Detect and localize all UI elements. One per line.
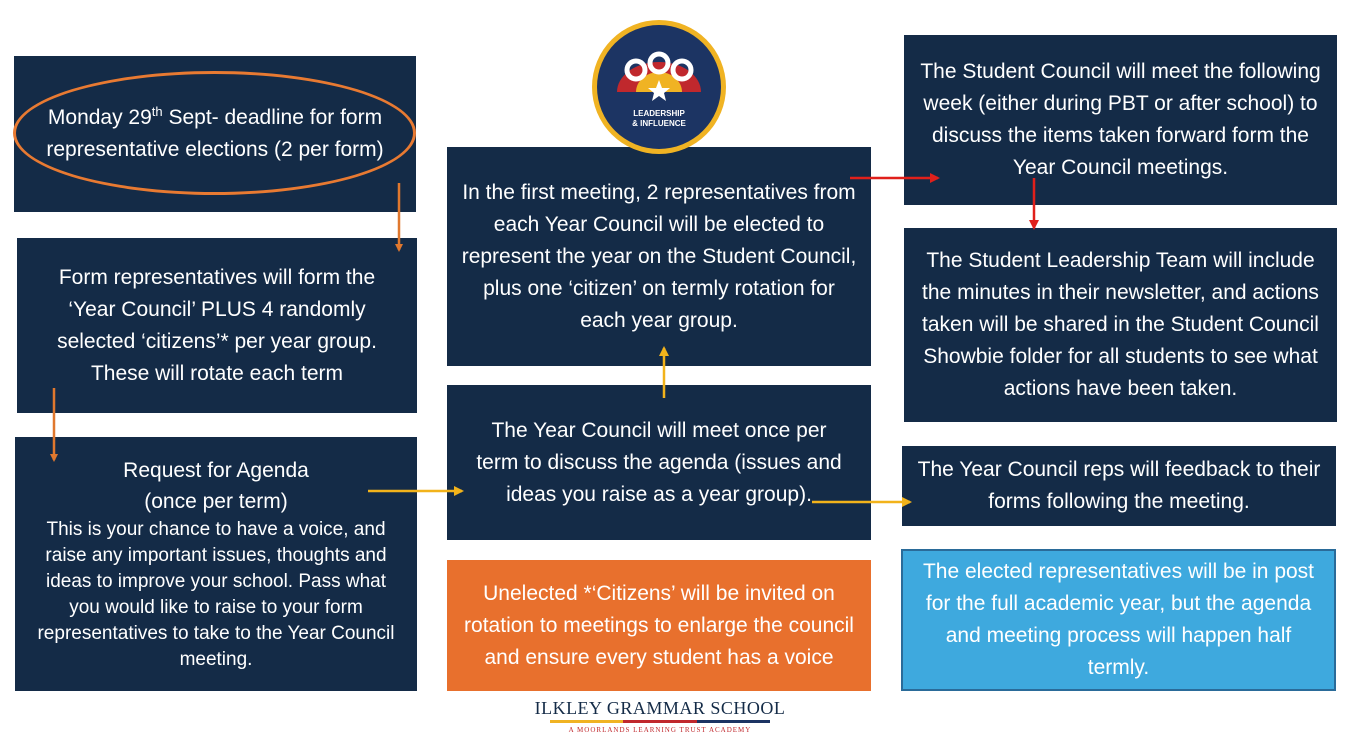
form-representatives-text: Form representatives will form the ‘Year…: [57, 265, 377, 385]
first-meeting-text: In the first meeting, 2 representatives …: [461, 180, 857, 332]
request-agenda-subtitle: (once per term): [144, 490, 288, 513]
student-leadership-team-text: The Student Leadership Team will include…: [922, 249, 1319, 400]
school-logo-rule: [550, 720, 770, 723]
year-council-meeting-box: The Year Council will meet once per term…: [447, 385, 871, 540]
school-name: ILKLEY GRAMMAR SCHOOL: [534, 698, 786, 718]
leadership-badge-icon: LEADERSHIP & INFLUENCE: [592, 20, 726, 154]
elected-representatives-text: The elected representatives will be in p…: [922, 560, 1315, 679]
request-agenda-box: Request for Agenda (once per term) This …: [15, 437, 417, 691]
feedback-text: The Year Council reps will feedback to t…: [917, 458, 1321, 513]
deadline-text-part2: Sept- deadline for form representative e…: [46, 106, 384, 161]
student-leadership-team-box: The Student Leadership Team will include…: [904, 228, 1337, 422]
school-logo: ILKLEY GRAMMAR SCHOOL A MOORLANDS LEARNI…: [520, 698, 800, 735]
student-council-meeting-text: The Student Council will meet the follow…: [920, 60, 1321, 179]
deadline-superscript: th: [151, 104, 163, 119]
year-council-meeting-text: The Year Council will meet once per term…: [476, 418, 842, 506]
first-meeting-box: In the first meeting, 2 representatives …: [447, 147, 871, 366]
deadline-text: Monday 29th Sept- deadline for form repr…: [34, 102, 396, 166]
unelected-citizens-box: Unelected *‘Citizens’ will be invited on…: [447, 560, 871, 691]
elected-representatives-box: The elected representatives will be in p…: [901, 549, 1336, 691]
feedback-box: The Year Council reps will feedback to t…: [902, 446, 1336, 526]
badge-line1: LEADERSHIP: [633, 109, 685, 118]
request-agenda-body: This is your chance to have a voice, and…: [37, 519, 395, 670]
deadline-text-part1: Monday 29: [47, 106, 152, 129]
form-representatives-box: Form representatives will form the ‘Year…: [17, 238, 417, 413]
unelected-citizens-text: Unelected *‘Citizens’ will be invited on…: [464, 581, 854, 669]
deadline-box: Monday 29th Sept- deadline for form repr…: [14, 56, 416, 212]
leadership-influence-logo: LEADERSHIP & INFLUENCE: [590, 18, 728, 156]
request-agenda-title: Request for Agenda: [123, 459, 309, 482]
school-tagline: A MOORLANDS LEARNING TRUST ACADEMY: [568, 726, 752, 734]
student-council-meeting-box: The Student Council will meet the follow…: [904, 35, 1337, 205]
badge-line2: & INFLUENCE: [632, 119, 686, 128]
